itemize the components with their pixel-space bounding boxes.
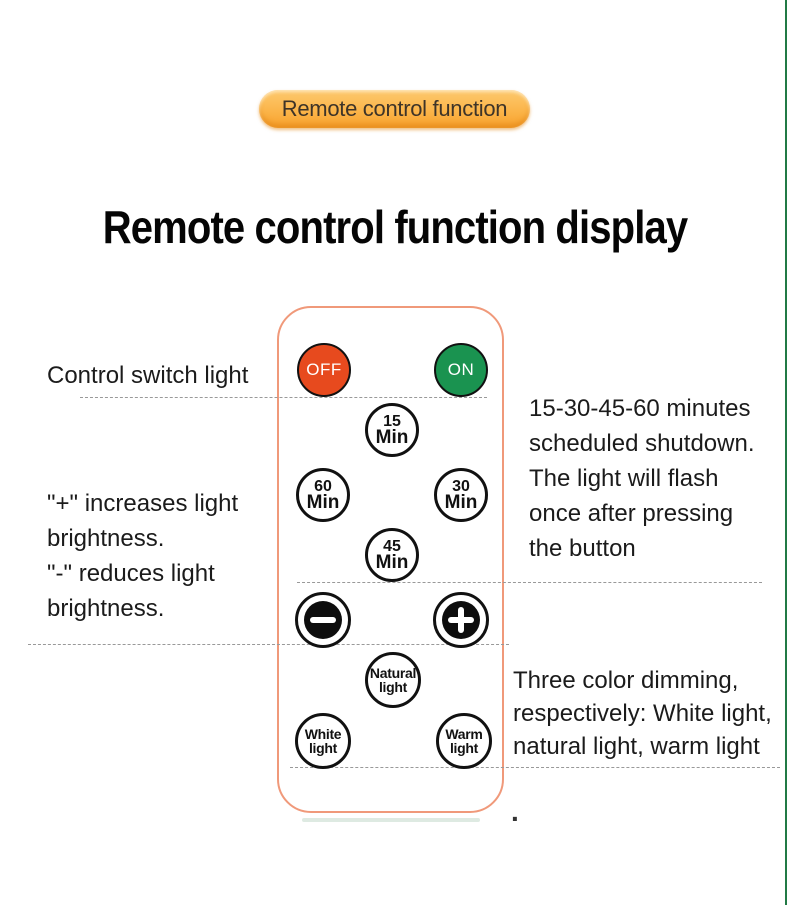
- timer-note-line: The light will flash: [529, 465, 719, 492]
- control-switch-note-text: Control switch light: [47, 362, 249, 389]
- timer-45min-unit: Min: [375, 551, 409, 573]
- timer-60min-value: 60: [314, 477, 332, 495]
- section-badge: Remote control function: [259, 90, 530, 128]
- brightness-note-line: "-" reduces light: [47, 560, 215, 587]
- timer-note-line: 15-30-45-60 minutes: [529, 395, 751, 422]
- natural-light-label-line2: light: [378, 679, 408, 695]
- brightness-note-line: "+" increases light: [47, 490, 239, 517]
- natural-light-button[interactable]: Natural light: [365, 652, 421, 708]
- timer-15min-unit: Min: [375, 426, 409, 448]
- dimming-note-line: Three color dimming,: [513, 667, 739, 694]
- timer-note-line: the button: [529, 535, 636, 562]
- stray-dot: .: [511, 796, 519, 827]
- annotation-line-timer: [297, 582, 762, 583]
- timer-60min-button[interactable]: 60 Min: [296, 468, 350, 522]
- timer-note-line: once after pressing: [529, 500, 734, 527]
- on-button[interactable]: ON: [434, 343, 488, 397]
- warm-light-label-line1: Warm: [445, 725, 483, 742]
- white-light-label-line2: light: [308, 740, 338, 756]
- timer-30min-button[interactable]: 30 Min: [434, 468, 488, 522]
- remote-bottom-shadow: [302, 818, 480, 822]
- brightness-note: "+" increases light brightness. "-" redu…: [47, 486, 238, 626]
- natural-light-label-line1: Natural: [369, 664, 417, 681]
- timer-15min-button[interactable]: 15 Min: [365, 403, 419, 457]
- minus-icon: [304, 601, 342, 639]
- timer-note-line: scheduled shutdown.: [529, 430, 755, 457]
- brightness-decrease-button[interactable]: [295, 592, 351, 648]
- annotation-line-brightness: [28, 644, 509, 645]
- timer-45min-button[interactable]: 45 Min: [365, 528, 419, 582]
- plus-icon: [442, 601, 480, 639]
- timer-60min-unit: Min: [306, 491, 340, 513]
- warm-light-label-line2: light: [449, 740, 479, 756]
- on-button-label: ON: [447, 360, 475, 379]
- off-button[interactable]: OFF: [297, 343, 351, 397]
- timer-30min-value: 30: [452, 477, 470, 495]
- annotation-line-control-switch: [80, 397, 487, 398]
- brightness-note-line: brightness.: [47, 595, 165, 622]
- dimming-note: Three color dimming, respectively: White…: [513, 664, 772, 763]
- warm-light-button[interactable]: Warm light: [436, 713, 492, 769]
- section-badge-label: Remote control function: [281, 96, 508, 121]
- dimming-note-line: natural light, warm light: [513, 733, 760, 760]
- white-light-label-line1: White: [304, 725, 342, 742]
- remote-control-body: OFF ON 15 Min 60 Min 30 Min 45 Min: [277, 306, 504, 813]
- white-light-button[interactable]: White light: [295, 713, 351, 769]
- timer-15min-value: 15: [383, 412, 401, 430]
- brightness-increase-button[interactable]: [433, 592, 489, 648]
- timer-45min-value: 45: [383, 537, 401, 555]
- annotation-line-dimming: [290, 767, 780, 768]
- page-edge-line: [785, 0, 787, 905]
- timer-30min-unit: Min: [444, 491, 478, 513]
- control-switch-note: Control switch light: [47, 362, 248, 390]
- dimming-note-line: respectively: White light,: [513, 700, 772, 727]
- off-button-label: OFF: [306, 360, 342, 379]
- page-title: Remote control function display: [102, 201, 688, 253]
- brightness-note-line: brightness.: [47, 525, 165, 552]
- timer-note: 15-30-45-60 minutes scheduled shutdown. …: [529, 391, 755, 566]
